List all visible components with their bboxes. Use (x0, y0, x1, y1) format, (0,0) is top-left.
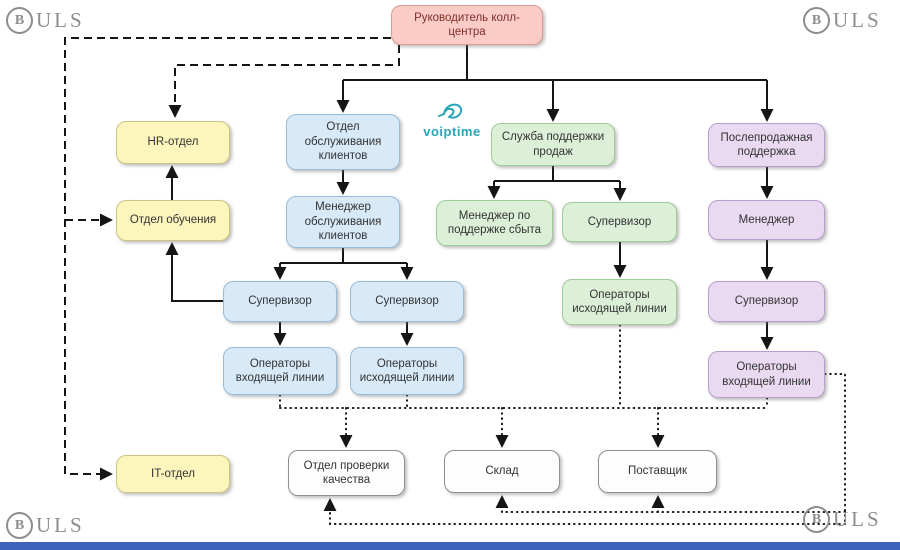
watermark-text: ULS (833, 507, 882, 531)
solid-edges (165, 45, 774, 350)
voiptime-bird-icon (438, 103, 463, 119)
node-sales-supervisor: Супервизор (562, 202, 677, 242)
node-aftersales-supervisor: Супервизор (708, 281, 825, 322)
voiptime-logo: voiptime (416, 99, 488, 139)
watermark-b-icon: B (803, 506, 830, 533)
node-customer-service-dept: Отдел обслуживания клиентов (286, 114, 400, 170)
watermark-text: ULS (36, 513, 85, 537)
node-inbound-operators-service: Операторы входящей линии (223, 347, 337, 395)
watermark-b-icon: B (6, 7, 33, 34)
node-inbound-operators-aftersales: Операторы входящей линии (708, 351, 825, 398)
node-outbound-operators-service: Операторы исходящей линии (350, 347, 464, 395)
watermark-b-icon: B (803, 7, 830, 34)
node-sales-support-manager: Менеджер по поддержке сбыта (436, 200, 553, 246)
node-supplier: Поставщик (598, 450, 717, 493)
node-outbound-operators-sales: Операторы исходящей линии (562, 279, 677, 325)
node-it-department: IT-отдел (116, 455, 230, 493)
watermark-b-icon: B (6, 512, 33, 539)
node-service-supervisor-1: Супервизор (223, 281, 337, 322)
watermark-text: ULS (833, 8, 882, 32)
dotted-edges (279, 324, 846, 525)
node-warehouse: Склад (444, 450, 560, 493)
watermark-text: ULS (36, 8, 85, 32)
node-customer-service-manager: Менеджер обслуживания клиентов (286, 196, 400, 248)
node-training-department: Отдел обучения (116, 200, 230, 241)
dashed-edges (64, 37, 400, 481)
footer-bar (0, 542, 900, 550)
node-call-center-head: Руководитель колл-центра (391, 5, 543, 45)
voiptime-wordmark: voiptime (423, 124, 481, 139)
node-aftersales-manager: Менеджер (708, 200, 825, 240)
node-sales-support-service: Служба поддержки продаж (491, 123, 615, 166)
node-quality-control-dept: Отдел проверки качества (288, 450, 405, 496)
node-hr-department: HR-отдел (116, 121, 230, 164)
node-aftersales-support: Послепродажная поддержка (708, 123, 825, 167)
node-service-supervisor-2: Супервизор (350, 281, 464, 322)
